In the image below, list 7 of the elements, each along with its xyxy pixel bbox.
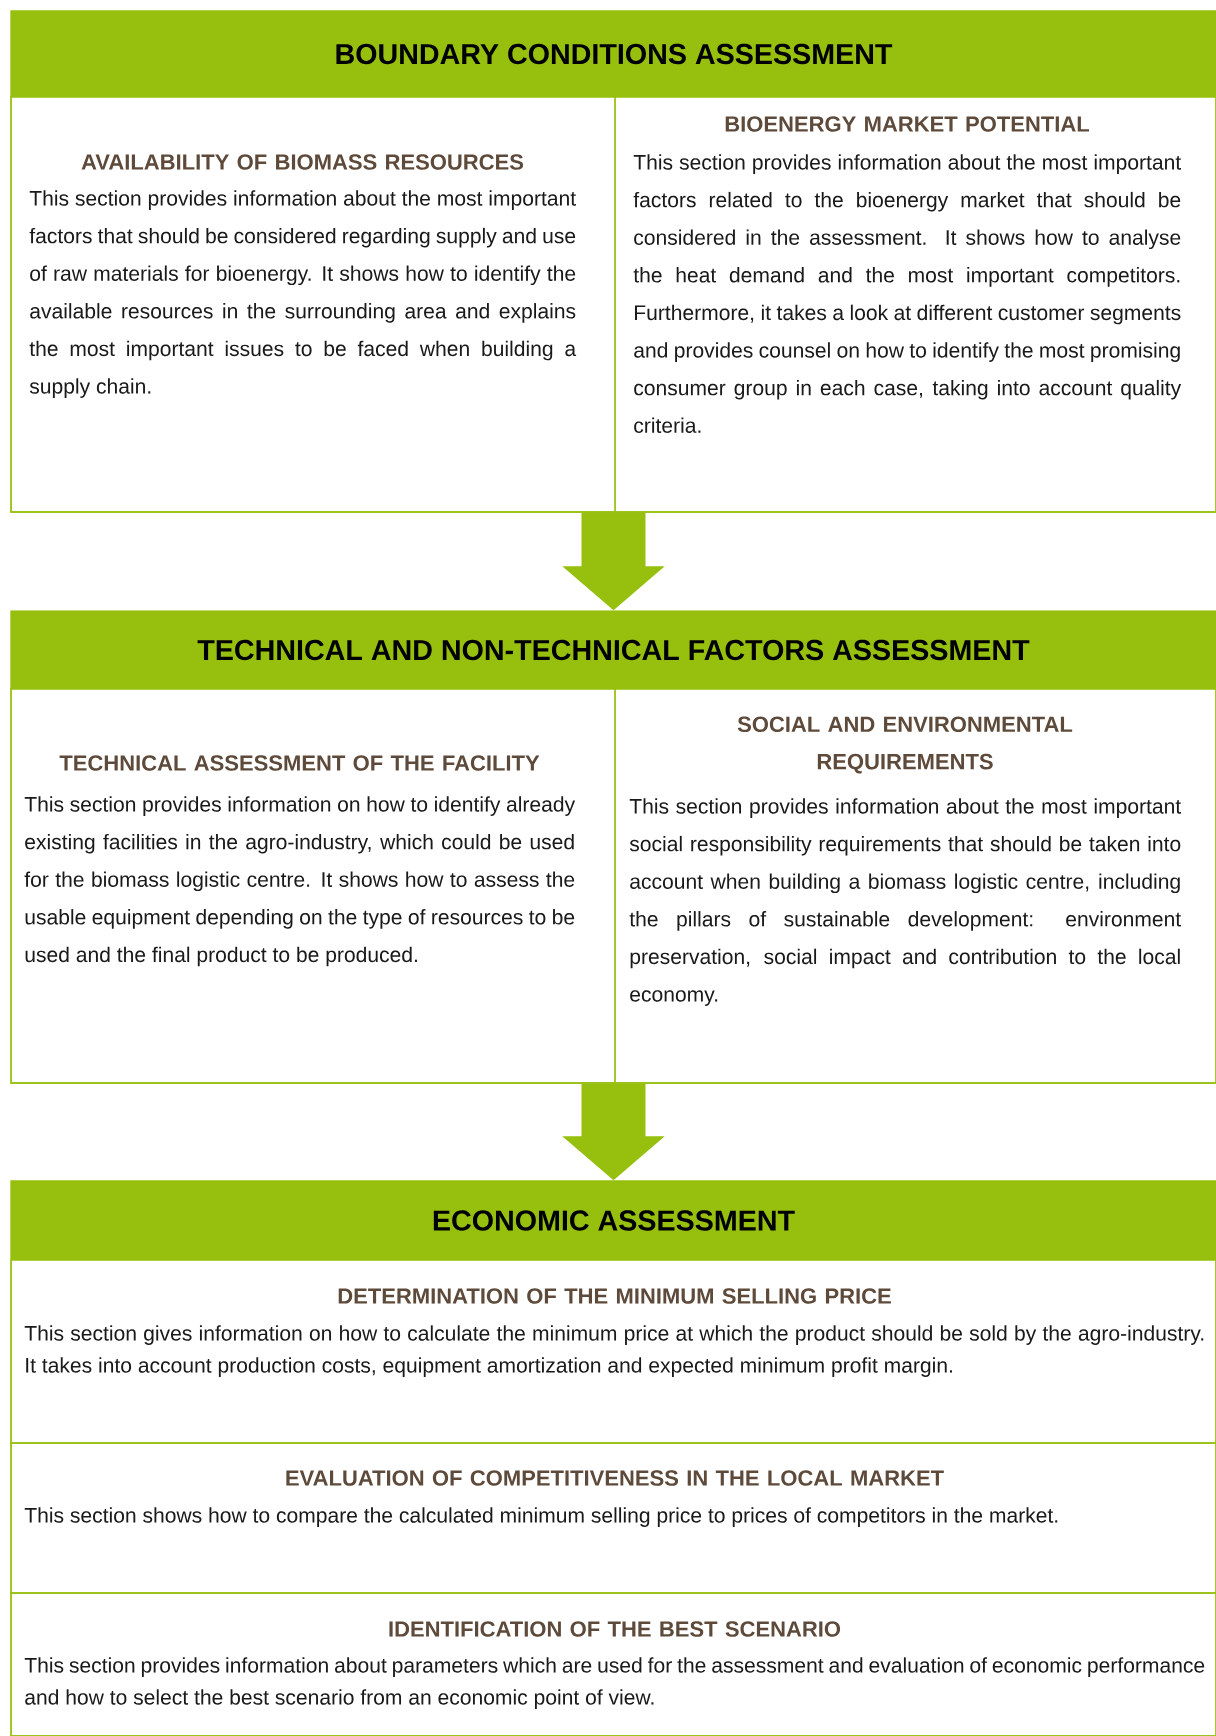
section-box: EVALUATION OF COMPETITIVENESS IN THE LOCAL MARKET This section shows how to compare the calculated minimum selling price to prices of competitors in the market.: [10, 1442, 1216, 1594]
section-box: SOCIAL AND ENVIRONMENTAL REQUIREMENTS This section provides information about the most important social responsibility requirements that should be taken into account when building a biomass logistic centre, including the pillars of sustainable development: environment preservation, social impact and contribution to the local economy.: [614, 688, 1216, 1084]
section-box: BIOENERGY MARKET POTENTIAL This section provides information about the most important factors related to the bioenergy market that should be considered in the assessment. It shows how to analyse the heat demand and the most important competitors. Furthermore, it takes a look at different customer segments and provides counsel on how to identify the most promising consumer group in each case, taking into account quality criteria.: [614, 96, 1216, 513]
section-box: DETERMINATION OF THE MINIMUM SELLING PRICE This section gives information on how to calculate the minimum price at which the product should be sold by the agro-industry. It takes into account production costs, equipment amortization and expected minimum profit margin.: [10, 1259, 1216, 1444]
section-box: AVAILABILITY OF BIOMASS RESOURCES This section provides information about the most important factors that should be considered regarding supply and use of raw materials for bioenergy. It shows how to identify the available resources in the surrounding area and explains the most important issues to be faced when building a supply chain.: [10, 96, 616, 513]
section-box: IDENTIFICATION OF THE BEST SCENARIO This section provides information about parameters which are used for the assessment and evaluation of economic performance and how to select the best scenario from an economic point of view.: [10, 1592, 1216, 1736]
section-box: TECHNICAL ASSESSMENT OF THE FACILITY This section provides information on how to identify already existing facilities in the agro-industry, which could be used for the biomass logistic centre. It shows how to assess the usable equipment depending on the type of resources to be used and the final product to be produced.: [10, 688, 616, 1084]
